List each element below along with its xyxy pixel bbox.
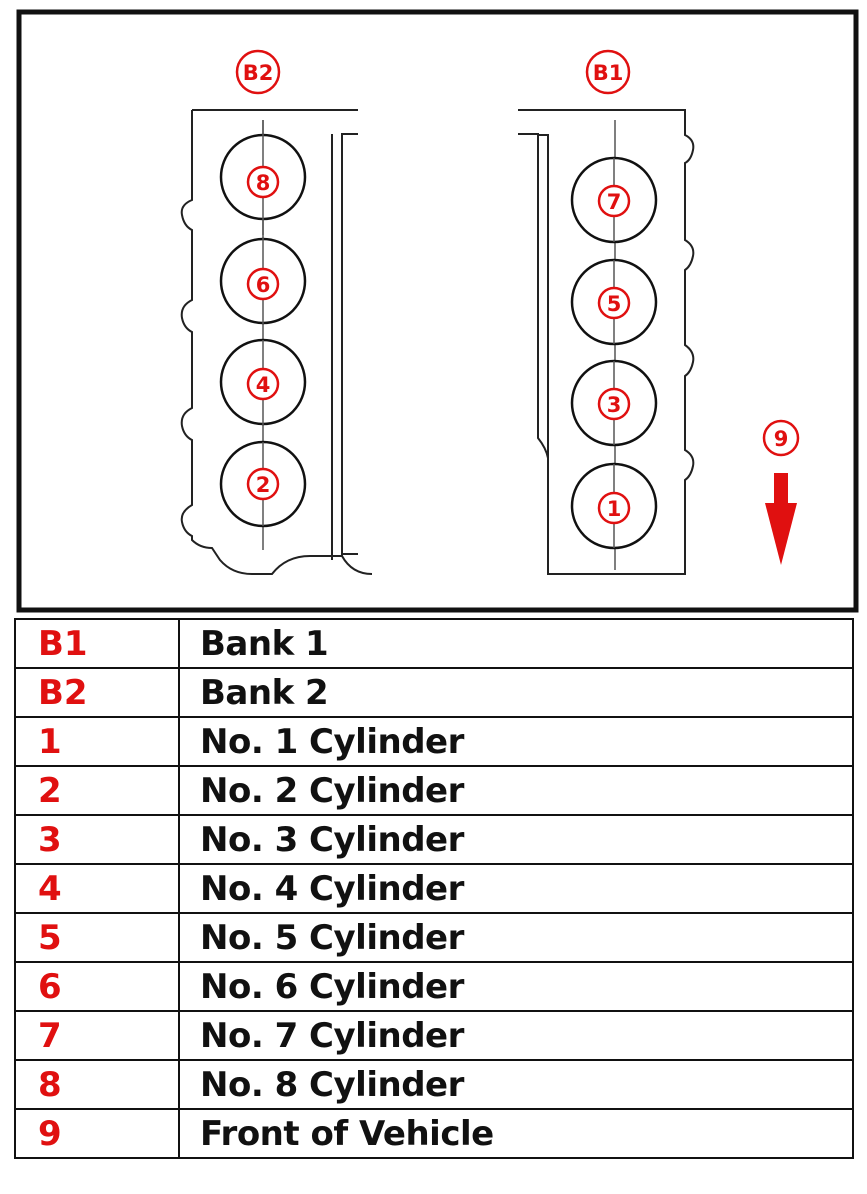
legend-key: 1 (14, 716, 180, 767)
legend-key: 3 (14, 814, 180, 865)
legend-description: No. 8 Cylinder (178, 1059, 854, 1110)
bank1-block (518, 109, 695, 575)
bank1-callout: B1 (585, 49, 631, 95)
legend-key: 7 (14, 1010, 180, 1061)
svg-text:6: 6 (256, 273, 271, 297)
legend-key: 8 (14, 1059, 180, 1110)
front-callout: 9 (762, 419, 800, 457)
svg-text:3: 3 (607, 393, 622, 417)
cylinder-2: 2 (219, 440, 307, 528)
cylinder-1: 1 (570, 462, 658, 550)
front-arrow-icon (765, 473, 797, 565)
cylinder-3: 3 (570, 359, 658, 447)
svg-text:B2: B2 (243, 61, 274, 85)
legend-description: Front of Vehicle (178, 1108, 854, 1159)
legend-key: 2 (14, 765, 180, 816)
bank2-block (180, 109, 373, 575)
legend-description: No. 7 Cylinder (178, 1010, 854, 1061)
bank2-cylinders: 8 6 4 2 (219, 120, 307, 528)
legend-description: No. 1 Cylinder (178, 716, 854, 767)
legend-description: Bank 2 (178, 667, 854, 718)
bank1-cylinders: 7 5 3 1 (570, 156, 658, 550)
svg-text:8: 8 (256, 171, 271, 195)
diagram-frame (16, 9, 859, 613)
legend-key: 9 (14, 1108, 180, 1159)
legend-description: No. 4 Cylinder (178, 863, 854, 914)
legend-description: No. 6 Cylinder (178, 961, 854, 1012)
cylinder-7: 7 (570, 156, 658, 244)
cylinder-4: 4 (219, 338, 307, 426)
svg-text:7: 7 (607, 190, 622, 214)
svg-text:2: 2 (256, 473, 271, 497)
legend-description: Bank 1 (178, 618, 854, 669)
svg-text:1: 1 (607, 497, 622, 521)
cylinder-8: 8 (219, 120, 307, 235)
legend-key: 5 (14, 912, 180, 963)
legend-description: No. 3 Cylinder (178, 814, 854, 865)
legend-key: B1 (14, 618, 180, 669)
svg-text:5: 5 (607, 292, 622, 316)
legend-description: No. 5 Cylinder (178, 912, 854, 963)
legend-key: 6 (14, 961, 180, 1012)
cylinder-6: 6 (219, 237, 307, 325)
svg-text:9: 9 (774, 427, 789, 451)
engine-cylinder-diagram: 8 6 4 2 7 (16, 9, 859, 613)
cylinder-5: 5 (570, 258, 658, 346)
svg-text:4: 4 (256, 373, 271, 397)
bank2-callout: B2 (235, 49, 281, 95)
legend-key: B2 (14, 667, 180, 718)
legend-description: No. 2 Cylinder (178, 765, 854, 816)
legend-key: 4 (14, 863, 180, 914)
svg-text:B1: B1 (593, 61, 624, 85)
